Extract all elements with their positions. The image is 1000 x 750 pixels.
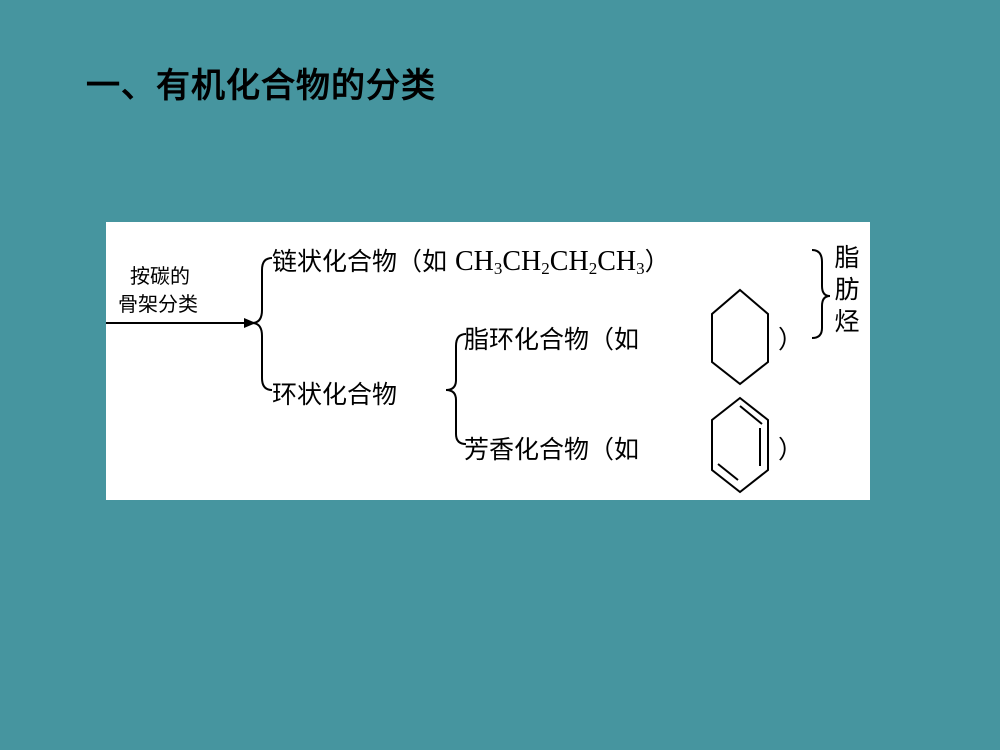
alicyclic-compound-label: 脂环化合物（如 bbox=[464, 325, 640, 354]
butane-formula: CH3CH2CH2CH3 bbox=[454, 246, 645, 278]
chain-example-open: （如 bbox=[397, 247, 455, 276]
classification-diagram: 按碳的 骨架分类 链状化合物（如 CH3CH2CH2CH3） 环状化合物 脂环化… bbox=[106, 222, 870, 500]
cyclohexane-ring-icon bbox=[711, 288, 769, 386]
cyclic-compound-label: 环状化合物 bbox=[272, 380, 398, 409]
main-brace bbox=[251, 257, 273, 391]
aliphatic-brace bbox=[811, 249, 831, 339]
aliphatic-hydrocarbon-label: 脂 肪 烃 bbox=[834, 243, 860, 336]
benzene-ring-icon bbox=[711, 396, 769, 494]
chain-example-close: ） bbox=[644, 247, 670, 276]
aromatic-compound-label: 芳香化合物（如 bbox=[464, 435, 640, 464]
chain-compound-row: 链状化合物（如 CH3CH2CH2CH3） bbox=[272, 242, 670, 279]
root-label-line1: 按碳的 bbox=[130, 264, 190, 288]
alicyclic-close-paren: ） bbox=[778, 325, 804, 354]
cyclic-brace bbox=[445, 333, 467, 445]
slide-title: 一、有机化合物的分类 bbox=[86, 66, 436, 106]
aromatic-close-paren: ） bbox=[778, 435, 804, 464]
root-label-line2: 骨架分类 bbox=[118, 292, 198, 316]
chain-compound-label: 链状化合物 bbox=[272, 247, 398, 276]
diagram-lines bbox=[106, 249, 831, 494]
arrow-head-icon bbox=[244, 318, 256, 328]
